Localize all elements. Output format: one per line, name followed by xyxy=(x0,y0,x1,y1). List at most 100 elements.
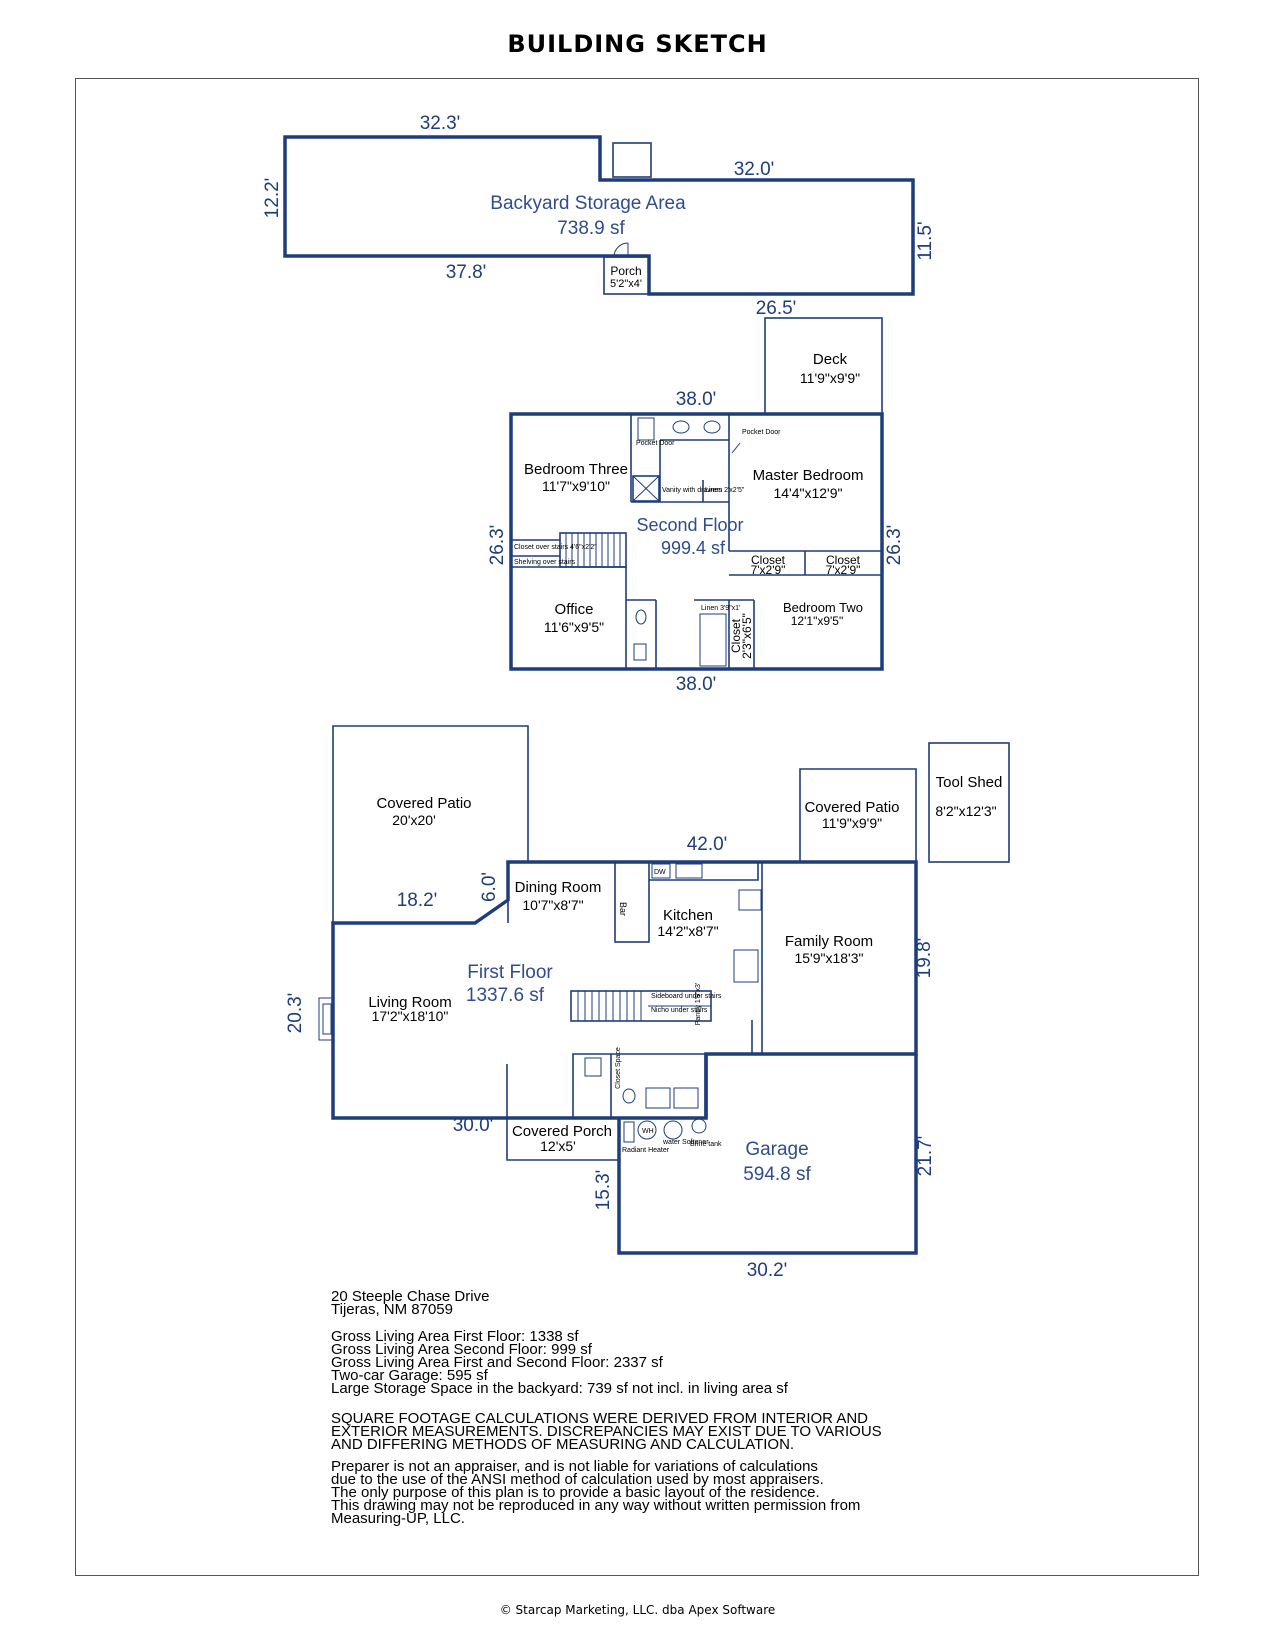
master-bedroom-name: Master Bedroom xyxy=(753,467,864,484)
shower-stall xyxy=(632,475,660,502)
first-dim-top: 42.0' xyxy=(687,834,728,855)
covered-patio-size: 20'x20' xyxy=(392,812,436,828)
fridge xyxy=(733,949,759,983)
shelving-over-stairs-label: Shelving over stairs xyxy=(514,559,576,566)
wh-label: WH xyxy=(642,1128,654,1135)
copyright: © Starcap Marketing, LLC. dba Apex Softw… xyxy=(499,1603,776,1617)
tool-shed-name: Tool Shed xyxy=(936,774,1003,791)
second-dim-left: 26.3' xyxy=(487,525,508,566)
storage-label: Backyard Storage Area xyxy=(490,193,686,214)
storage-porch xyxy=(603,256,650,295)
family-room-name: Family Room xyxy=(785,933,873,950)
covered-patio-name: Covered Patio xyxy=(376,795,471,812)
linen-2-label: Linen 3'9"x1' xyxy=(701,605,740,612)
tool-shed-size: 8'2"x12'3" xyxy=(935,803,996,819)
covered-patio-outline xyxy=(332,725,529,923)
gla-block: Gross Living Area First Floor: 1338 sf G… xyxy=(331,1328,788,1397)
family-room-size: 15'9"x18'3" xyxy=(794,950,863,966)
water-softener-label: water Softener xyxy=(662,1139,709,1146)
sink-lower xyxy=(635,609,647,625)
bar-counter xyxy=(614,861,650,943)
gla-line-5: Large Storage Space in the backyard: 739… xyxy=(331,1380,788,1397)
second-floor: Deck 11'9"x9'9" xyxy=(487,317,905,695)
first-floor-outline xyxy=(331,860,918,1120)
bedroom-three-name: Bedroom Three xyxy=(524,461,628,478)
closet-c-size: 2'3"x6'5" xyxy=(740,613,754,659)
address-line-2: Tijeras, NM 87059 xyxy=(331,1301,453,1318)
living-room-size: 17'2"x18'10" xyxy=(372,1008,449,1024)
pantry-label: Pantry 1'9"x3' xyxy=(695,983,702,1026)
storage-dim-bottom-right: 26.5' xyxy=(756,298,797,319)
bathtub xyxy=(699,613,727,667)
covered-porch-size: 12'x5' xyxy=(540,1138,576,1154)
sink-upper-2 xyxy=(703,420,721,434)
second-dim-bottom: 38.0' xyxy=(676,674,717,695)
sink-upper-1 xyxy=(672,420,690,434)
preparer-line-3: The only purpose of this plan is to prov… xyxy=(331,1484,820,1501)
covered-porch-name: Covered Porch xyxy=(512,1123,612,1140)
second-dim-right: 26.3' xyxy=(884,525,905,566)
range xyxy=(738,889,762,911)
garage-outline xyxy=(617,1054,918,1255)
linen-1-label: Linen 2'x2'5" xyxy=(705,487,745,494)
living-room-name: Living Room xyxy=(368,994,451,1011)
toilet-lower xyxy=(633,643,647,661)
covered-patio-small-size: 11'9"x9'9" xyxy=(822,815,882,831)
storage-dim-left: 12.2' xyxy=(262,178,283,219)
disclaimer-line-3: AND DIFFERING METHODS OF MEASURING AND C… xyxy=(331,1436,795,1453)
first-dim-left: 20.3' xyxy=(285,993,306,1034)
second-floor-outline xyxy=(509,412,884,671)
gla-line-3: Gross Living Area First and Second Floor… xyxy=(331,1354,663,1371)
pocket-door-2-label: Pocket Door xyxy=(742,429,781,436)
storage-dim-top-left: 32.3' xyxy=(420,113,461,134)
bedroom-two-size: 12'1"x9'5" xyxy=(791,614,843,628)
water-heater xyxy=(637,1120,657,1140)
storage-dim-top-right: 32.0' xyxy=(734,159,775,180)
storage-dim-right: 11.5' xyxy=(915,221,936,260)
radiant-heater xyxy=(623,1121,635,1143)
preparer-line-4: This drawing may not be reproduced in an… xyxy=(331,1497,861,1514)
dining-room-size: 10'7"x8'7" xyxy=(522,897,583,913)
dryer xyxy=(673,1087,699,1109)
kitchen-sink xyxy=(675,863,703,879)
brine-tank-label: Brine tank xyxy=(690,1141,722,1148)
storage-square-fixture xyxy=(612,142,652,178)
garage-area: 594.8 sf xyxy=(743,1164,811,1185)
deck-size: 11'9"x9'9" xyxy=(800,370,860,386)
garage-dim-bottom: 30.2' xyxy=(747,1260,788,1281)
address-line-1: 20 Steeple Chase Drive xyxy=(331,1288,490,1305)
drawing-frame xyxy=(75,78,1199,1576)
storage-door-swing xyxy=(613,242,629,258)
gla-line-4: Two-car Garage: 595 sf xyxy=(331,1367,488,1384)
storage-dim-bottom: 37.8' xyxy=(446,262,487,283)
kitchen-name: Kitchen xyxy=(663,907,713,924)
storage-area: 738.9 sf xyxy=(557,218,625,239)
dishwasher xyxy=(651,863,671,879)
tool-shed-outline xyxy=(928,742,1010,863)
page-title: BUILDING SKETCH xyxy=(507,30,768,58)
fireplace xyxy=(318,997,334,1041)
backyard-storage: 32.3' 32.0' 12.2' 11.5' 37.8' 26.5' Back… xyxy=(262,113,936,319)
patio-dim-left: 18.2' xyxy=(397,890,438,911)
closet-space-label: Closet Space xyxy=(615,1047,622,1089)
closet-c-name: Closet xyxy=(729,618,743,653)
bedroom-three-size: 11'7"x9'10" xyxy=(542,478,610,494)
dining-room-name: Dining Room xyxy=(515,879,602,896)
office-name: Office xyxy=(555,601,594,618)
first-floor-label: First Floor xyxy=(467,962,553,983)
disclaimer-line-1: SQUARE FOOTAGE CALCULATIONS WERE DERIVED… xyxy=(331,1410,869,1427)
gla-line-1: Gross Living Area First Floor: 1338 sf xyxy=(331,1328,579,1345)
sideboard-label: Sideboard under stairs xyxy=(651,993,722,1000)
toilet-upper xyxy=(637,417,655,441)
washer xyxy=(645,1087,671,1109)
address-block: 20 Steeple Chase Drive Tijeras, NM 87059 xyxy=(331,1288,490,1318)
closet-b-name: Closet xyxy=(826,553,861,567)
water-softener xyxy=(663,1120,683,1140)
garage-label: Garage xyxy=(745,1139,808,1160)
bar-label: Bar xyxy=(618,902,628,916)
patio-dim-depth: 6.0' xyxy=(479,872,500,902)
master-bedroom-size: 14'4"x12'9" xyxy=(773,485,842,501)
first-dim-right: 19.8' xyxy=(914,938,935,979)
toilet-first xyxy=(584,1057,602,1077)
covered-patio-small-outline xyxy=(799,768,917,862)
